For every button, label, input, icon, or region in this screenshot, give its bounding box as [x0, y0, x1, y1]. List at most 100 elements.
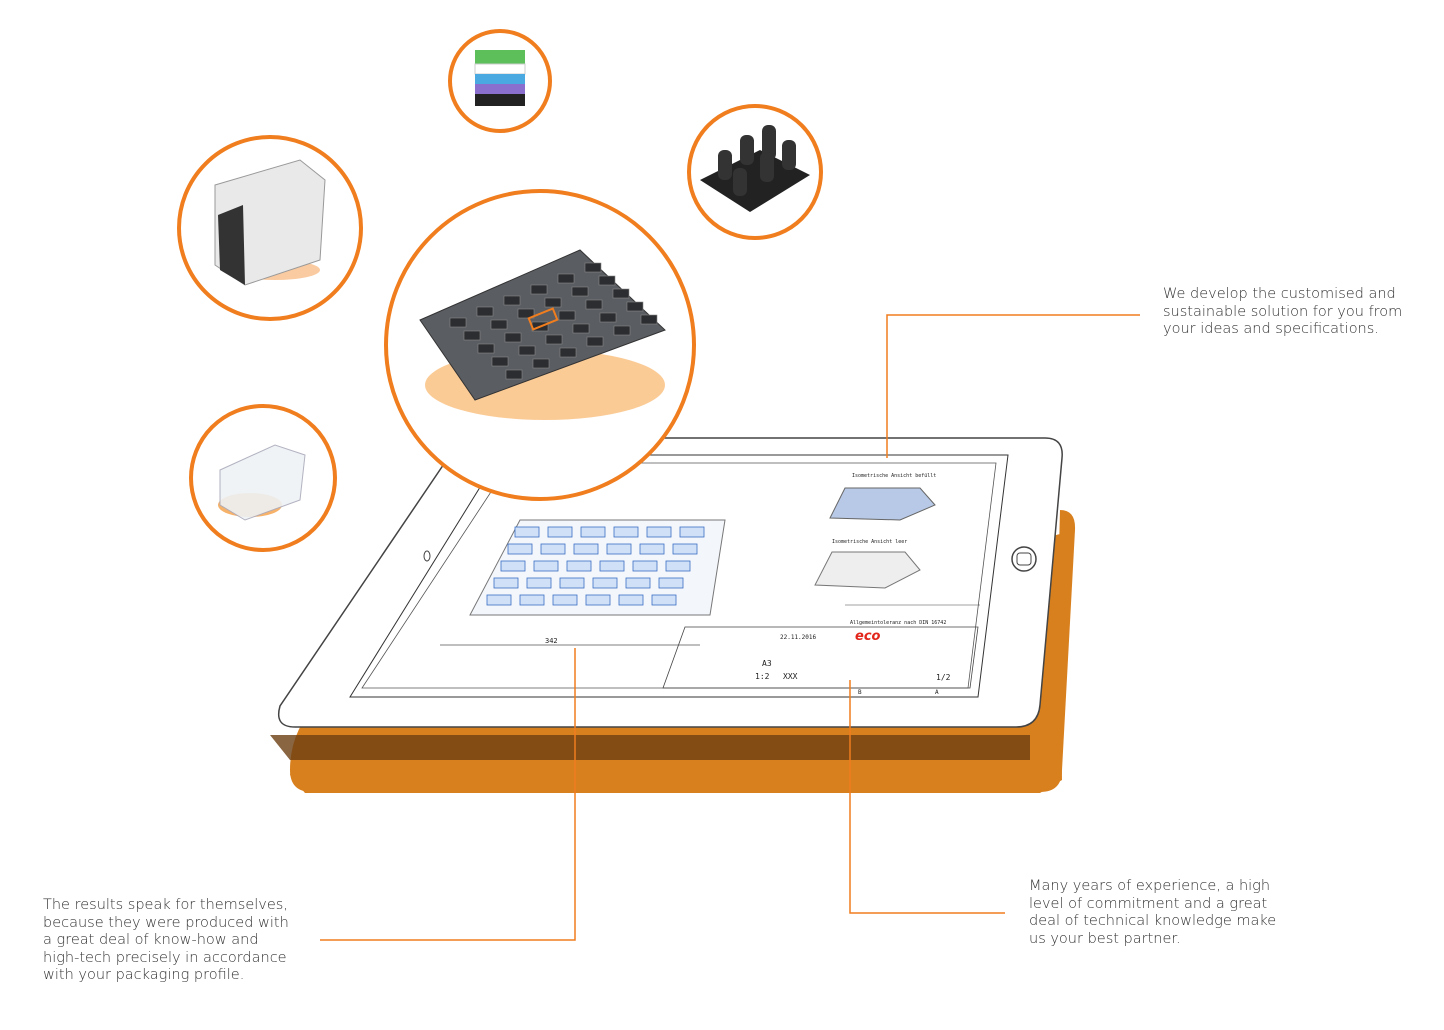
- callout-line: Many years of experience, a high: [1029, 878, 1271, 894]
- drawing-cell: [519, 594, 545, 606]
- tray-pocket: [477, 343, 495, 354]
- tray-pocket: [491, 356, 509, 367]
- tray-pocket: [545, 334, 563, 345]
- drawing-cell: [547, 526, 573, 538]
- product-circle-cylinder-holder: [687, 104, 823, 240]
- tray-pocket: [532, 358, 550, 369]
- tray-pockets: [449, 262, 658, 380]
- date-label: 22.11.2016: [780, 634, 817, 641]
- tray-pocket: [518, 345, 536, 356]
- drawing-cell: [533, 560, 559, 572]
- tray-pocket: [544, 297, 562, 308]
- home-button-glyph: [1016, 552, 1032, 566]
- callout-line: We develop the customised and: [1163, 286, 1396, 302]
- drawing-cell: [559, 577, 585, 589]
- product-circle-pet-carrier: [177, 135, 363, 321]
- callout-line-bottom-left: [320, 648, 576, 941]
- product-circle-clamshell: [189, 404, 337, 552]
- callout-line: your ideas and specifications.: [1163, 321, 1379, 337]
- callout-line: because they were produced with: [43, 914, 289, 931]
- drawing-cell: [585, 594, 611, 606]
- callout-top-right: We develop the customised and sustainabl…: [1163, 286, 1402, 339]
- tray-pocket: [463, 330, 481, 341]
- drawing-cell: [606, 543, 632, 555]
- drawing-cell: [639, 543, 665, 555]
- drawing-cell: [514, 526, 540, 538]
- drawing-cell: [618, 594, 644, 606]
- sheet-label: 1/2: [936, 673, 951, 682]
- drawing-cell: [625, 577, 651, 589]
- grid-label-b: B: [858, 689, 862, 696]
- tray-pocket: [572, 323, 590, 334]
- product-circle-stacked-trays: [448, 29, 552, 133]
- drawing-cell: [672, 543, 698, 555]
- callout-line: a great deal of know-how and: [43, 932, 259, 948]
- tray-pocket: [598, 275, 616, 286]
- tray-pocket: [517, 308, 535, 319]
- callout-bottom-left: The results speak for themselves, becaus…: [43, 897, 289, 985]
- scale-label: 1:2: [755, 672, 770, 681]
- format-label: A3: [762, 659, 772, 668]
- title-block: [662, 626, 979, 689]
- tray-pocket: [503, 295, 521, 306]
- tray-pocket: [504, 332, 522, 343]
- tray-pocket: [612, 288, 630, 299]
- tray-pocket: [599, 312, 617, 323]
- callout-bottom-right: Many years of experience, a high level o…: [1029, 878, 1276, 948]
- drawing-cell: [599, 560, 625, 572]
- view-label-filled: Isometrische Ansicht befüllt: [852, 473, 936, 479]
- tray-pocket: [490, 319, 508, 330]
- tray-pocket: [558, 310, 576, 321]
- drawing-cell: [613, 526, 639, 538]
- drawing-cell: [592, 577, 618, 589]
- drawing-cell: [658, 577, 684, 589]
- tray-pocket: [640, 314, 658, 325]
- drawing-cell: [573, 543, 599, 555]
- dimension-label: 342: [545, 637, 558, 645]
- callout-line: us your best partner.: [1029, 930, 1181, 947]
- drawing-cell: [566, 560, 592, 572]
- callout-line: with your packaging profile.: [43, 967, 245, 983]
- callout-line: sustainable solution for you from: [1163, 303, 1403, 320]
- tray-cells: [486, 526, 705, 606]
- drawing-cell: [486, 594, 512, 606]
- drawing-cell: [500, 560, 526, 572]
- callout-line: The results speak for themselves,: [43, 897, 288, 913]
- eco-logo: eco: [855, 629, 881, 644]
- tray-pocket: [584, 262, 602, 273]
- iso-view-filled: [829, 487, 936, 521]
- callout-line: high-tech precisely in accordance: [43, 949, 287, 966]
- tray-pocket: [505, 369, 523, 380]
- drawing-number: XXX: [783, 672, 798, 681]
- iso-view-empty: [814, 551, 921, 589]
- grid-label-a: A: [935, 689, 939, 696]
- tray-pocket: [557, 273, 575, 284]
- tray-pocket: [571, 286, 589, 297]
- callout-line: deal of technical knowledge make: [1029, 913, 1277, 929]
- drawing-cell: [679, 526, 705, 538]
- drawing-cell: [540, 543, 566, 555]
- home-button-icon: [1011, 546, 1037, 572]
- callout-line: level of commitment and a great: [1029, 895, 1268, 912]
- tray-pocket: [559, 347, 577, 358]
- drawing-cell: [552, 594, 578, 606]
- drawing-cell: [526, 577, 552, 589]
- tray-pocket: [585, 299, 603, 310]
- view-label-empty: Isometrische Ansicht leer: [832, 539, 907, 545]
- tray-pocket: [449, 317, 467, 328]
- callout-line-bottom-right: [849, 680, 1005, 914]
- drawing-cell: [493, 577, 519, 589]
- tray-pocket: [626, 301, 644, 312]
- drawing-cell: [646, 526, 672, 538]
- tray-pocket: [586, 336, 604, 347]
- tablet-dark-shadow: [270, 735, 1030, 760]
- drawing-cell: [665, 560, 691, 572]
- tray-pocket: [613, 325, 631, 336]
- camera-icon: [423, 550, 431, 562]
- drawing-cell: [507, 543, 533, 555]
- tray-pocket: [530, 284, 548, 295]
- tolerance-label: Allgemeintoleranz nach DIN 16742: [850, 620, 946, 626]
- callout-line-top-right: [886, 314, 1140, 458]
- drawing-cell: [580, 526, 606, 538]
- tray-pocket: [476, 306, 494, 317]
